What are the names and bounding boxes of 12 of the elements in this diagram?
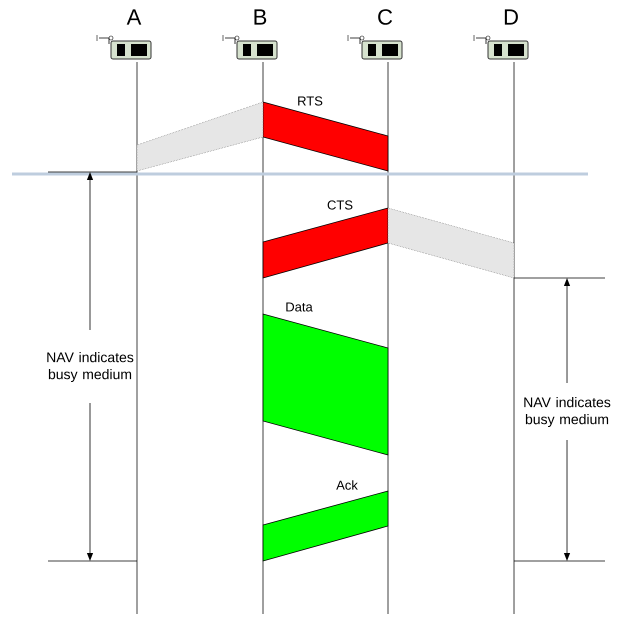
station-label: B (254, 9, 266, 25)
station-label: A (126, 9, 142, 25)
shadow-band (388, 208, 514, 278)
dimension-label: NAV indicates busy medium (524, 396, 610, 428)
station-label: D (504, 9, 518, 25)
shadow-band (136, 102, 264, 172)
frame-band: RTS (262, 96, 388, 172)
dimension-label: NAV indicates busy medium (47, 352, 134, 382)
station-label: C (378, 9, 392, 25)
frame-band: Data (262, 302, 388, 456)
node-label: Ack (336, 480, 358, 490)
node-label: Data (286, 302, 313, 312)
